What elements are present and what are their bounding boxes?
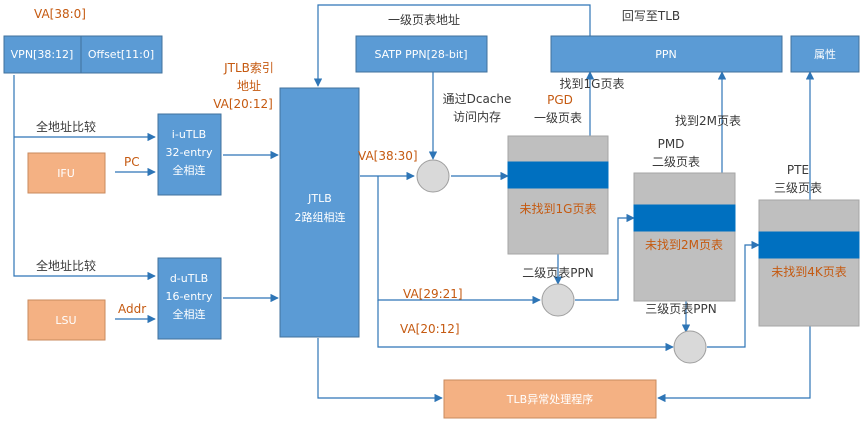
pmd-subtitle: 二级页表	[652, 155, 700, 169]
index-mux-3	[673, 330, 707, 364]
pgd-subtitle: 一级页表	[534, 111, 582, 125]
svg-text:VPN[38:12]: VPN[38:12]	[11, 48, 74, 61]
svg-text:16-entry: 16-entry	[165, 290, 213, 303]
found-1g-label: 找到1G页表	[560, 77, 625, 91]
addr-label: Addr	[118, 302, 146, 316]
svg-text:TLB异常处理程序: TLB异常处理程序	[506, 392, 593, 406]
attr-box: 属性	[790, 35, 860, 73]
va-29-21-label: VA[29:21]	[403, 287, 463, 301]
jtlb-index-label-3: VA[20:12]	[213, 97, 273, 111]
index-mux-1	[416, 159, 450, 193]
svg-text:PPN: PPN	[655, 48, 677, 61]
svg-text:LSU: LSU	[55, 314, 76, 327]
pte-subtitle: 三级页表	[774, 181, 822, 195]
svg-text:JTLB: JTLB	[307, 192, 332, 205]
svg-text:IFU: IFU	[57, 167, 75, 180]
full-compare-label-1: 全地址比较	[36, 119, 96, 134]
pmd-table: 未找到2M页表	[633, 172, 736, 302]
svg-text:全相连: 全相连	[173, 307, 206, 321]
pte-label: PTE	[787, 163, 809, 177]
svg-text:i-uTLB: i-uTLB	[172, 128, 206, 141]
ifu-box: IFU	[27, 152, 106, 194]
svg-text:d-uTLB: d-uTLB	[170, 272, 208, 285]
pgd-table: 未找到1G页表	[507, 135, 609, 255]
satp-title: 一级页表地址	[388, 13, 460, 27]
jtlb-index-label-2: 地址	[237, 79, 261, 93]
jtlb-index-label-1: JTLB索引	[223, 61, 274, 75]
index-mux-2	[541, 283, 575, 317]
svg-text:2路组相连: 2路组相连	[295, 210, 346, 224]
pc-label: PC	[124, 155, 140, 169]
pmd-label: PMD	[658, 137, 685, 151]
dcache-label-1: 通过Dcache	[443, 92, 512, 106]
d-utlb-box: d-uTLB 16-entry 全相连	[157, 257, 222, 340]
lsu-box: LSU	[27, 299, 106, 341]
svg-text:未找到2M页表: 未找到2M页表	[645, 238, 723, 252]
l2-ppn-label: 二级页表PPN	[522, 266, 593, 280]
ppn-box: PPN	[550, 35, 783, 73]
vpn-field: VPN[38:12]	[3, 35, 82, 74]
dcache-label-2: 访问内存	[453, 110, 501, 124]
va-top-label: VA[38:0]	[34, 7, 86, 21]
svg-text:Offset[11:0]: Offset[11:0]	[88, 48, 154, 61]
writeback-label: 回写至TLB	[622, 9, 680, 23]
connections	[13, 4, 815, 403]
svg-text:SATP PPN[28-bit]: SATP PPN[28-bit]	[374, 48, 467, 61]
svg-text:未找到4K页表: 未找到4K页表	[771, 265, 847, 279]
svg-text:32-entry: 32-entry	[165, 146, 213, 159]
svg-text:全相连: 全相连	[173, 163, 206, 177]
i-utlb-box: i-uTLB 32-entry 全相连	[157, 113, 222, 196]
jtlb-box: JTLB 2路组相连	[279, 87, 360, 338]
satp-box: SATP PPN[28-bit]	[355, 35, 488, 73]
pgd-label: PGD	[547, 93, 573, 107]
full-compare-label-2: 全地址比较	[36, 258, 96, 273]
pte-table: 未找到4K页表	[758, 199, 860, 327]
exception-handler-box: TLB异常处理程序	[443, 379, 657, 419]
found-2m-label: 找到2M页表	[675, 114, 741, 128]
l3-ppn-label: 三级页表PPN	[645, 302, 716, 316]
offset-field: Offset[11:0]	[80, 35, 163, 74]
va-20-12-label: VA[20:12]	[400, 322, 460, 336]
va-38-30-label: VA[38:30]	[358, 149, 418, 163]
svg-text:未找到1G页表: 未找到1G页表	[520, 202, 597, 216]
svg-text:属性: 属性	[814, 47, 836, 61]
